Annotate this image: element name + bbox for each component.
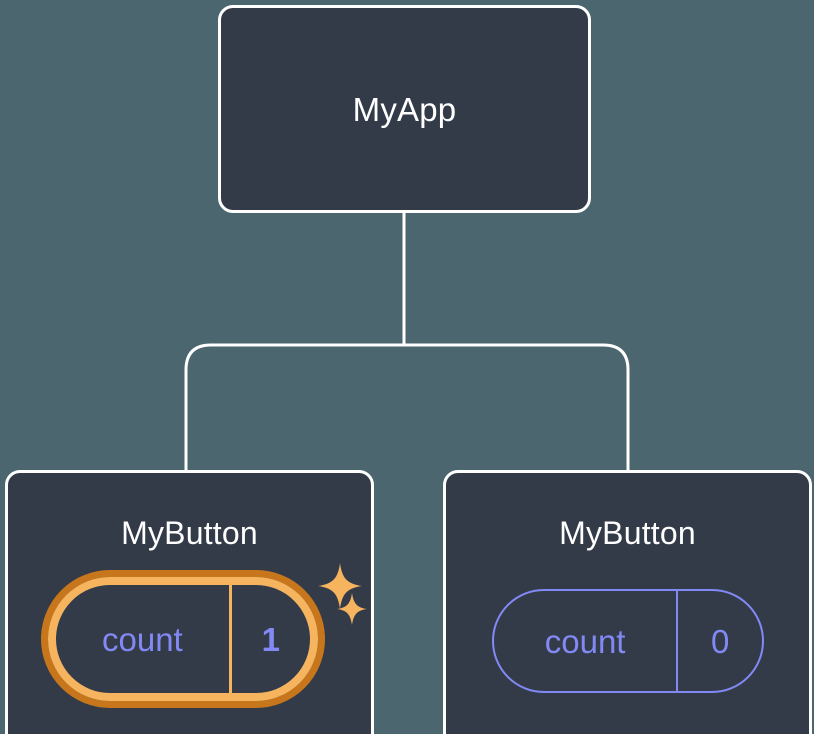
state-pill-value: 0	[676, 591, 762, 691]
node-myapp[interactable]: MyApp	[218, 5, 591, 213]
state-pill-value: 1	[228, 585, 310, 693]
state-pill-count-default[interactable]: count 0	[492, 589, 764, 693]
state-pill-key: count	[101, 620, 183, 658]
connector-bus	[184, 343, 630, 474]
node-myapp-title: MyApp	[352, 90, 457, 128]
state-pill-key: count	[544, 622, 626, 660]
node-mybutton-right-title: MyButton	[559, 515, 696, 551]
state-pill-inner: count 1	[48, 577, 318, 701]
state-pill-count-updated[interactable]: count 1	[41, 570, 325, 708]
node-mybutton-left-title: MyButton	[121, 515, 258, 551]
